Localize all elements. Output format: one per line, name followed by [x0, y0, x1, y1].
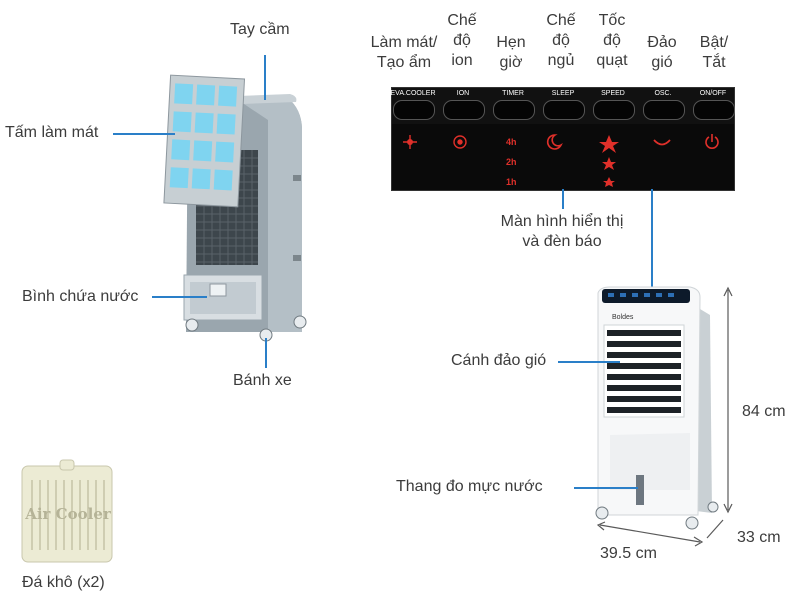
height-dimension: 84 cm — [742, 403, 786, 420]
water-gauge-connector-line — [574, 487, 638, 489]
depth-dimension: 33 cm — [737, 529, 781, 546]
panel-button-sleep-label: SLEEP — [551, 90, 575, 97]
panel-button-ion[interactable] — [443, 100, 485, 120]
panel-button-timer[interactable] — [493, 100, 535, 120]
water-tank-label: Bình chứa nước — [22, 288, 139, 305]
water-gauge-label: Thang đo mực nước — [396, 478, 543, 495]
panel-button-timer-label: TIMER — [502, 90, 524, 97]
brand-logo: Boldes — [612, 314, 634, 321]
power-indicator-icon — [705, 134, 719, 149]
cooling-indicator-icon — [403, 135, 417, 149]
cooling-pad-connector-line — [113, 133, 175, 135]
handle-label: Tay cầm — [230, 21, 290, 38]
panel-button-onoff[interactable] — [693, 100, 735, 120]
panel-to-cooler-line — [651, 189, 653, 289]
function-label-ion: Chế độ ion — [447, 12, 477, 69]
timer-2h-indicator: 2h — [506, 157, 517, 167]
speed-low-icon — [603, 177, 615, 187]
panel-button-speed-label: SPEED — [601, 90, 625, 97]
function-label-sleep: Chế độ ngủ — [546, 12, 576, 69]
panel-button-osc[interactable] — [643, 100, 685, 120]
indicator-icons — [403, 134, 719, 187]
display-connector-line — [562, 189, 564, 209]
panel-button-onoff-label: ON/OFF — [699, 90, 727, 97]
function-label-speed: Tốc độ quạt — [596, 12, 628, 69]
sleep-indicator-icon — [546, 134, 563, 150]
panel-button-eva-label: EVA.COOLER — [390, 90, 436, 97]
louver-connector-line — [558, 361, 620, 363]
louver-label: Cánh đảo gió — [451, 352, 547, 369]
ion-indicator-icon — [453, 135, 467, 149]
panel-button-ion-label: ION — [456, 90, 470, 97]
swing-indicator-icon — [653, 139, 671, 146]
function-label-timer: Hẹn giờ — [496, 34, 526, 71]
cooling-pad-label: Tấm làm mát — [5, 124, 99, 141]
cooling-pad-icon — [163, 74, 246, 208]
display-label: Màn hình hiển thị và đèn báo — [500, 213, 624, 250]
panel-button-speed[interactable] — [593, 100, 635, 120]
ice-pack-image — [21, 459, 113, 563]
water-tank-connector-line — [152, 296, 207, 298]
function-label-osc: Đảo gió — [647, 34, 677, 71]
timer-1h-indicator: 1h — [506, 177, 517, 187]
speed-high-icon — [599, 135, 619, 153]
handle-connector-line — [264, 55, 266, 100]
width-dimension: 39.5 cm — [600, 545, 657, 562]
ice-pack-label: Đá khô (x2) — [22, 574, 105, 591]
function-label-eva: Làm mát/ Tạo ẩm — [370, 34, 438, 71]
panel-button-eva[interactable] — [393, 100, 435, 120]
wheels-connector-line — [265, 338, 267, 368]
ice-pack-text: Air Cooler — [25, 505, 111, 523]
panel-button-osc-label: OSC. — [654, 90, 672, 97]
cooler-front-view — [595, 286, 719, 530]
timer-4h-indicator: 4h — [506, 137, 517, 147]
wheels-label: Bánh xe — [233, 372, 292, 389]
function-label-onoff: Bật/ Tắt — [699, 34, 729, 71]
panel-button-sleep[interactable] — [543, 100, 585, 120]
speed-mid-icon — [602, 157, 616, 170]
